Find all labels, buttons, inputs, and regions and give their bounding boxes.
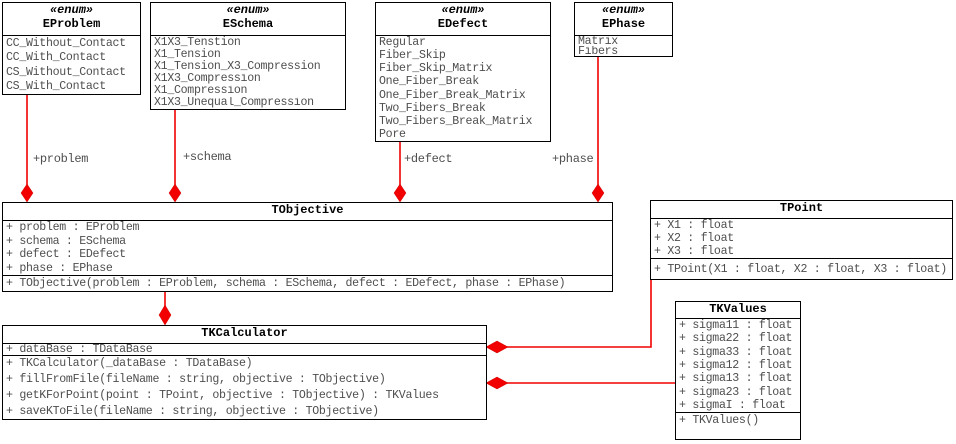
enum-literal-row: Fiber_Skip: [379, 49, 446, 63]
assoc-label-defect: +defect: [404, 152, 453, 166]
stereotype-label: «enum»: [226, 3, 270, 17]
attribute-row: + sigma33 : float: [679, 345, 793, 359]
enum-literal-row: X1_Tension: [154, 48, 221, 61]
enum-literal-row: One_Fiber_Break: [379, 75, 479, 89]
attribute-row: + X1 : float: [654, 219, 734, 232]
class-tkvalues-attributes: + sigma11 : float+ sigma22 : float+ sigm…: [676, 319, 800, 412]
class-tpoint-methods: + TPoint(X1 : float, X2 : float, X3 : fl…: [651, 258, 952, 279]
method-row: + TKValues(): [679, 413, 759, 427]
class-name: TPoint: [779, 201, 824, 215]
composition-connector-schema: [168, 110, 182, 203]
enum-literal-row: X1_Tension_X3_Compression: [154, 60, 321, 73]
class-tkvalues[interactable]: TKValues + sigma11 : float+ sigma22 : fl…: [675, 301, 801, 440]
attribute-row: + defect : EDefect: [6, 248, 126, 262]
composition-connector-kvalues: [485, 376, 675, 390]
attribute-row: + schema : ESchema: [6, 234, 126, 248]
class-tobjective[interactable]: TObjective + problem : EProblem+ schema …: [2, 202, 613, 292]
class-name: ESchema: [222, 16, 274, 31]
enum-literal-row: Two_Fibers_Break_Matrix: [379, 114, 533, 128]
method-row: + TKCalculator(_dataBase : TDataBase): [6, 357, 253, 371]
class-tpoint-title: TPoint: [651, 201, 952, 219]
class-eproblem-title: «enum» EProblem: [3, 3, 140, 36]
class-eschema-title: «enum» ESchema: [151, 3, 345, 36]
assoc-label-schema: +schema: [183, 150, 232, 164]
class-tobjective-title: TObjective: [3, 203, 612, 221]
class-tpoint-attributes: + X1 : float+ X2 : float+ X3 : float: [651, 219, 952, 258]
attribute-row: + sigmaI : float: [679, 398, 786, 412]
attribute-row: + phase : EPhase: [6, 261, 113, 275]
attribute-row: + sigma22 : float: [679, 332, 793, 346]
enum-literal-row: CC_Without_Contact: [6, 36, 126, 50]
attribute-row: + sigma12 : float: [679, 358, 793, 372]
class-tobjective-methods: + TObjective(problem : EProblem, schema …: [3, 275, 612, 291]
class-name: EDefect: [437, 16, 489, 31]
enum-literal-row: Matrix: [578, 36, 618, 46]
enum-literal-row: X1_Compression: [154, 84, 248, 97]
attribute-row: + X3 : float: [654, 245, 734, 258]
enum-literal-row: X1X3_Unequal_Compression: [154, 96, 314, 109]
attribute-row: + dataBase : TDataBase: [6, 344, 153, 355]
class-edefect-title: «enum» EDefect: [376, 3, 550, 36]
enum-literal-row: Fibers: [578, 46, 618, 56]
class-name: EPhase: [601, 16, 646, 31]
composition-connector-defect: [393, 142, 407, 203]
class-name: EProblem: [42, 16, 101, 31]
class-tkcalculator-attributes: + dataBase : TDataBase: [3, 344, 486, 355]
composition-connector-phase: [591, 57, 605, 203]
class-tkcalculator[interactable]: TKCalculator + dataBase : TDataBase + TK…: [2, 325, 487, 420]
class-tkcalculator-title: TKCalculator: [3, 326, 486, 344]
enum-literal-row: CC_With_Contact: [6, 51, 106, 65]
enum-literal-row: Pore: [379, 127, 406, 141]
composition-connector-objective: [158, 292, 172, 326]
attribute-row: + X2 : float: [654, 232, 734, 245]
class-name: TObjective: [271, 203, 344, 217]
method-row: + saveKToFile(fileName : string, objecti…: [6, 404, 379, 418]
stereotype-label: «enum»: [601, 3, 646, 17]
enum-literal-row: CS_With_Contact: [6, 80, 106, 94]
composition-connector-problem: [20, 95, 34, 203]
enum-literal-row: Regular: [379, 36, 426, 50]
stereotype-label: «enum»: [441, 3, 485, 17]
enum-literal-row: X1X3_Compression: [154, 72, 261, 85]
stereotype-label: «enum»: [49, 3, 94, 17]
class-name: TKCalculator: [201, 326, 288, 340]
attribute-row: + sigma23 : float: [679, 385, 793, 399]
method-row: + fillFromFile(fileName : string, object…: [6, 373, 386, 387]
enum-literal-row: Fiber_Skip_Matrix: [379, 62, 493, 76]
assoc-label-phase: +phase: [552, 152, 594, 166]
enum-literal-row: CS_Without_Contact: [6, 65, 126, 79]
class-tkcalculator-methods: + TKCalculator(_dataBase : TDataBase) + f…: [3, 355, 486, 419]
assoc-label-problem: +problem: [33, 152, 89, 166]
class-name: TKValues: [709, 302, 767, 316]
class-tpoint[interactable]: TPoint + X1 : float+ X2 : float+ X3 : fl…: [650, 200, 953, 280]
enum-literal-row: Two_Fibers_Break: [379, 101, 486, 115]
enum-literal-row: X1X3_Tenstion: [154, 36, 241, 49]
method-row: + getKForPoint(point : TPoint, objective…: [6, 388, 439, 402]
class-tkvalues-title: TKValues: [676, 302, 800, 319]
enum-literal-row: One_Fiber_Break_Matrix: [379, 88, 526, 102]
attribute-row: + sigma13 : float: [679, 372, 793, 386]
method-row: + TPoint(X1 : float, X2 : float, X3 : fl…: [654, 262, 947, 276]
class-tobjective-attributes: + problem : EProblem+ schema : ESchema+ …: [3, 221, 612, 275]
class-ephase-title: «enum» EPhase: [575, 3, 672, 36]
attribute-row: + sigma11 : float: [679, 319, 793, 333]
class-tkvalues-methods: + TKValues(): [676, 412, 800, 439]
attribute-row: + problem : EProblem: [6, 221, 140, 235]
method-row: + TObjective(problem : EProblem, schema …: [6, 277, 566, 290]
